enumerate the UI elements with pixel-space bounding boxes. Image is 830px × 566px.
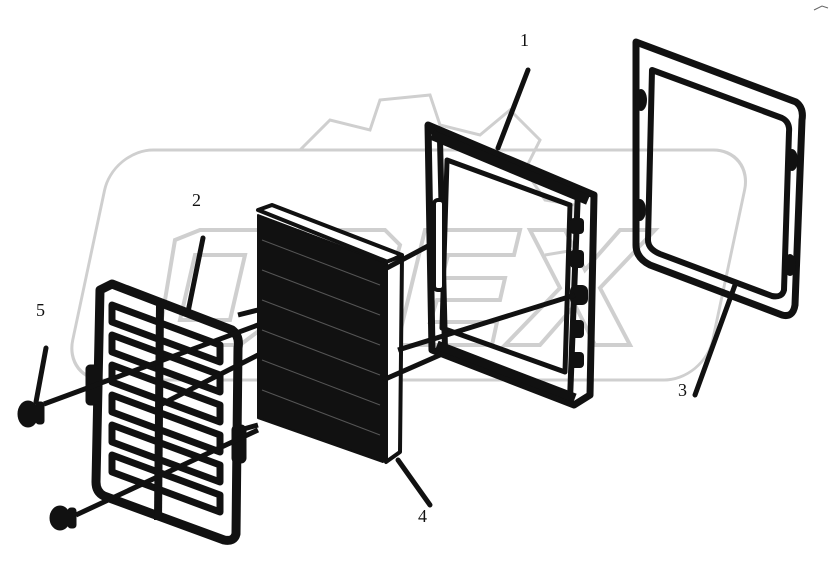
- corner-mark: [813, 5, 829, 11]
- fastener-washer-lower: [67, 507, 77, 529]
- leader-5: [33, 345, 49, 405]
- leader-4: [395, 457, 433, 508]
- frame-front-face: [424, 121, 598, 409]
- gasket-frame-part-3: [632, 38, 806, 319]
- gasket-outer-border: [632, 38, 806, 319]
- callout-labels: 1 2 3 4 5: [36, 30, 687, 526]
- fastener-knob-lower: [49, 505, 71, 531]
- grille-center-bar: [154, 304, 164, 521]
- grille-slats: [108, 301, 224, 516]
- frame-left-hinge: [432, 198, 446, 292]
- leader-3: [692, 282, 738, 398]
- gasket-inner-border: [645, 67, 793, 300]
- callout-1: 1: [520, 30, 529, 50]
- filter-core-part-4: [256, 203, 404, 464]
- leader-1: [495, 67, 531, 151]
- frame-latches: [570, 218, 588, 368]
- assembly-axis-lines: [43, 242, 576, 518]
- frame-top-rim: [430, 130, 590, 205]
- leader-lines: [33, 67, 738, 508]
- callout-4: 4: [418, 506, 427, 526]
- filter-side-edge: [384, 254, 404, 464]
- fastener-washer-upper: [35, 401, 45, 425]
- frame-bottom-rim: [435, 340, 577, 403]
- gasket-clips: [634, 89, 798, 276]
- frame-housing-part-1: [424, 121, 598, 409]
- leader-2: [185, 235, 206, 315]
- callout-5: 5: [36, 300, 45, 320]
- callout-3: 3: [678, 380, 687, 400]
- callout-2: 2: [192, 190, 201, 210]
- grille-part-2: [85, 279, 247, 545]
- fastener-knobs-part-5: [17, 400, 77, 531]
- filter-pleat-lines: [261, 239, 381, 436]
- fastener-knob-upper: [17, 400, 39, 428]
